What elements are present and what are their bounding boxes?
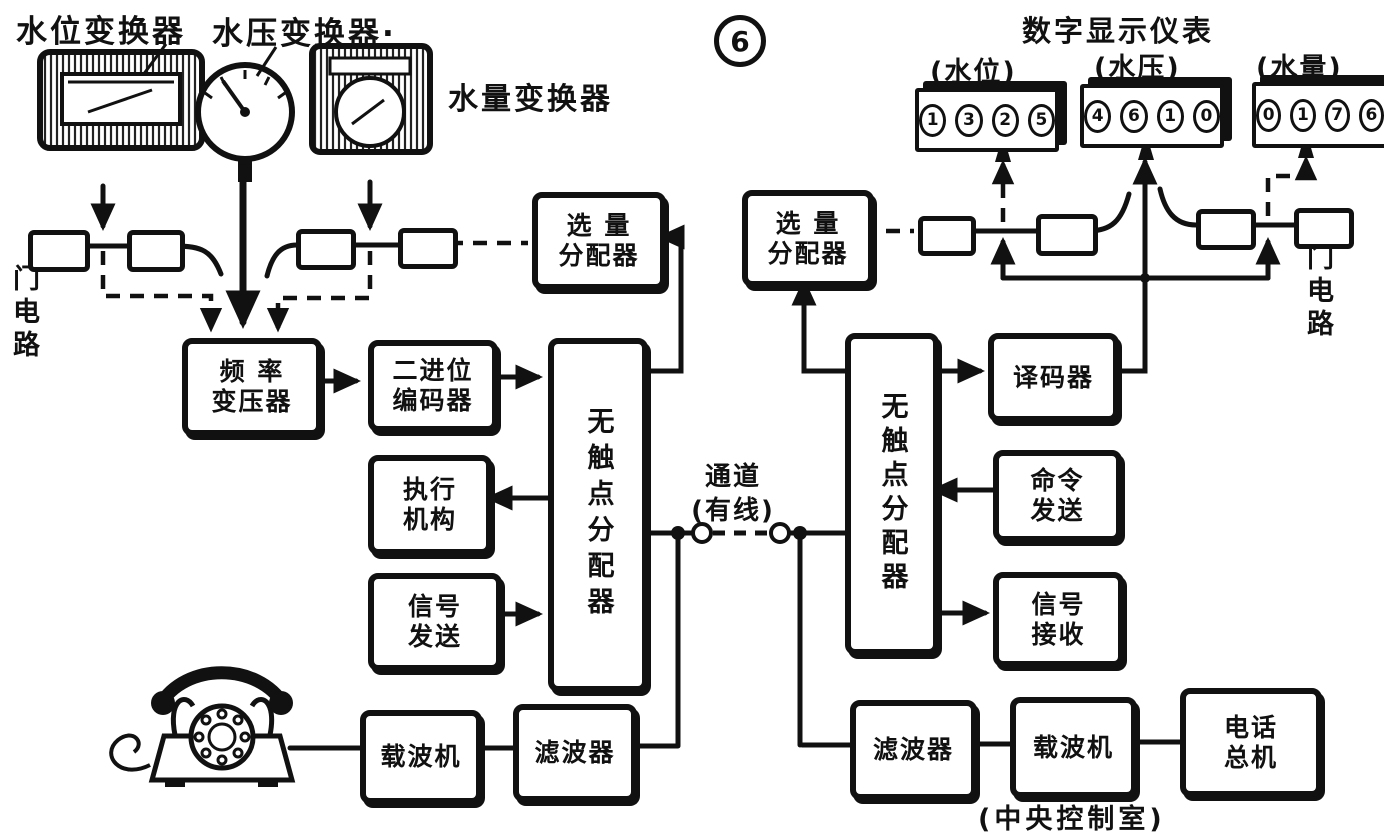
carrier-machine-left-box: 载波机 [360,710,482,804]
water-level-transducer-label: 水位变换器 [16,14,186,50]
display-digit: 1 [1290,98,1316,132]
digital-displays-title: 数字显示仪表 [1022,14,1215,48]
arrow-distributor-to-selector-left [633,224,685,374]
box-line: 命令 [1030,466,1085,495]
arrow-decoder-to-display2 [1104,157,1158,374]
display-digit: 6 [1358,98,1384,132]
contact-rect-c2 [1036,214,1098,256]
pressure-gauge-illustration [195,62,295,182]
actuator-box: 执行 机构 [368,455,492,555]
display-water-pressure: 4 6 1 0 [1080,84,1224,148]
box-line: 发送 [1030,496,1085,525]
display-digit: 0 [1256,98,1282,132]
central-control-room-caption: (中央控制室) [978,804,1166,835]
water-pressure-transducer-label: 水压变换器· [212,16,397,52]
dashed-wires [100,155,1318,333]
box-line: 机构 [402,505,457,534]
display-digit: 0 [1192,99,1220,133]
signal-receive-box: 信号 接收 [993,572,1124,667]
display-digit: 1 [1156,99,1184,133]
box-line: 总机 [1223,742,1278,772]
box-vertical-text: 无触点分配器 [582,407,614,623]
box-line: 滤波器 [534,738,616,767]
display-digit: 6 [1120,99,1148,133]
binary-encoder-box: 二进位 编码器 [368,340,498,432]
display-digit: 7 [1324,98,1350,132]
figure-number-badge: 6 [714,15,766,67]
contactless-distributor-right-box: 无触点分配器 [845,333,939,655]
display-digit: 5 [1027,103,1055,137]
filter-right-box: 滤波器 [850,700,977,800]
display2-caption: (水压) [1094,53,1181,84]
box-vertical-text: 无触点分配器 [876,392,908,596]
box-line: 载波机 [380,742,462,771]
box-line: 选 量 [566,211,632,240]
contact-rect-c1 [918,216,976,256]
channel-terminal-right [769,522,791,544]
dashed-to-display3 [1265,155,1318,216]
telephone-exchange-box: 电话 总机 [1180,688,1322,797]
box-line: 变压器 [211,387,293,416]
dashed-flow-to-freq [266,251,373,333]
water-level-meter-illustration [37,49,205,151]
box-line: 发送 [407,622,462,651]
box-line: 编码器 [392,386,474,415]
hook-contact-d [1157,186,1199,228]
contact-rect-b2 [398,228,458,269]
contact-rect-a1 [28,230,90,272]
dashed-level-to-freq [100,251,223,333]
filter-left-box: 滤波器 [513,704,637,802]
display-water-level: 1 3 2 5 [915,88,1059,152]
box-line: 分配器 [558,241,640,270]
water-flow-transducer-label: 水量变换器 [448,82,613,117]
display1-caption: (水位) [930,57,1017,88]
channel-terminal-left [691,522,713,544]
display-water-flow: 0 1 7 6 [1252,82,1384,148]
solid-wires [77,157,1297,751]
box-line: 二进位 [392,356,474,385]
carrier-machine-right-box: 载波机 [1010,697,1137,798]
box-line: 信号 [407,592,462,621]
channel-symbols [671,273,1150,544]
contactless-distributor-left-box: 无触点分配器 [548,338,648,692]
water-flow-meter-illustration [309,43,433,155]
channel-label-line1: 通道 [704,462,761,492]
box-line: 滤波器 [872,735,954,764]
gate-circuit-right-label: 门电路 [1302,243,1333,342]
hook-contact-b [264,242,300,279]
box-line: 接收 [1031,619,1086,649]
contact-rect-d1 [1196,209,1256,250]
label-leader-lines [141,43,278,77]
command-send-box: 命令 发送 [993,450,1122,542]
box-line: 信号 [1031,589,1086,619]
frequency-transformer-box: 频 率 变压器 [182,338,322,436]
display-digit: 3 [955,103,983,137]
display3-caption: (水量) [1256,53,1343,84]
contact-rect-d2 [1294,208,1354,249]
decoder-box: 译码器 [988,333,1119,422]
channel-label-line2: (有线) [691,496,775,526]
box-line: 分配器 [767,238,849,268]
selector-distributor-left-box: 选 量 分配器 [532,192,666,290]
box-line: 选 量 [775,208,841,238]
box-line: 电话 [1223,712,1278,742]
box-line: 译码器 [1012,362,1094,392]
arrow-distributor-to-selector-right [791,278,848,374]
gate-circuit-left-label: 门电路 [8,264,39,363]
contact-rect-b1 [296,229,356,270]
contact-rect-a2 [127,230,185,272]
display-digit: 1 [919,103,947,137]
box-line: 频 率 [219,357,285,386]
selector-distributor-right-box: 选 量 分配器 [742,190,874,287]
signal-send-box: 信号 发送 [368,573,502,671]
box-line: 执行 [402,475,457,504]
display-digit: 4 [1084,99,1112,133]
display-digit: 2 [991,103,1019,137]
figure-number: 6 [730,24,750,58]
telephone-illustration [109,666,296,787]
box-line: 载波机 [1032,732,1114,762]
